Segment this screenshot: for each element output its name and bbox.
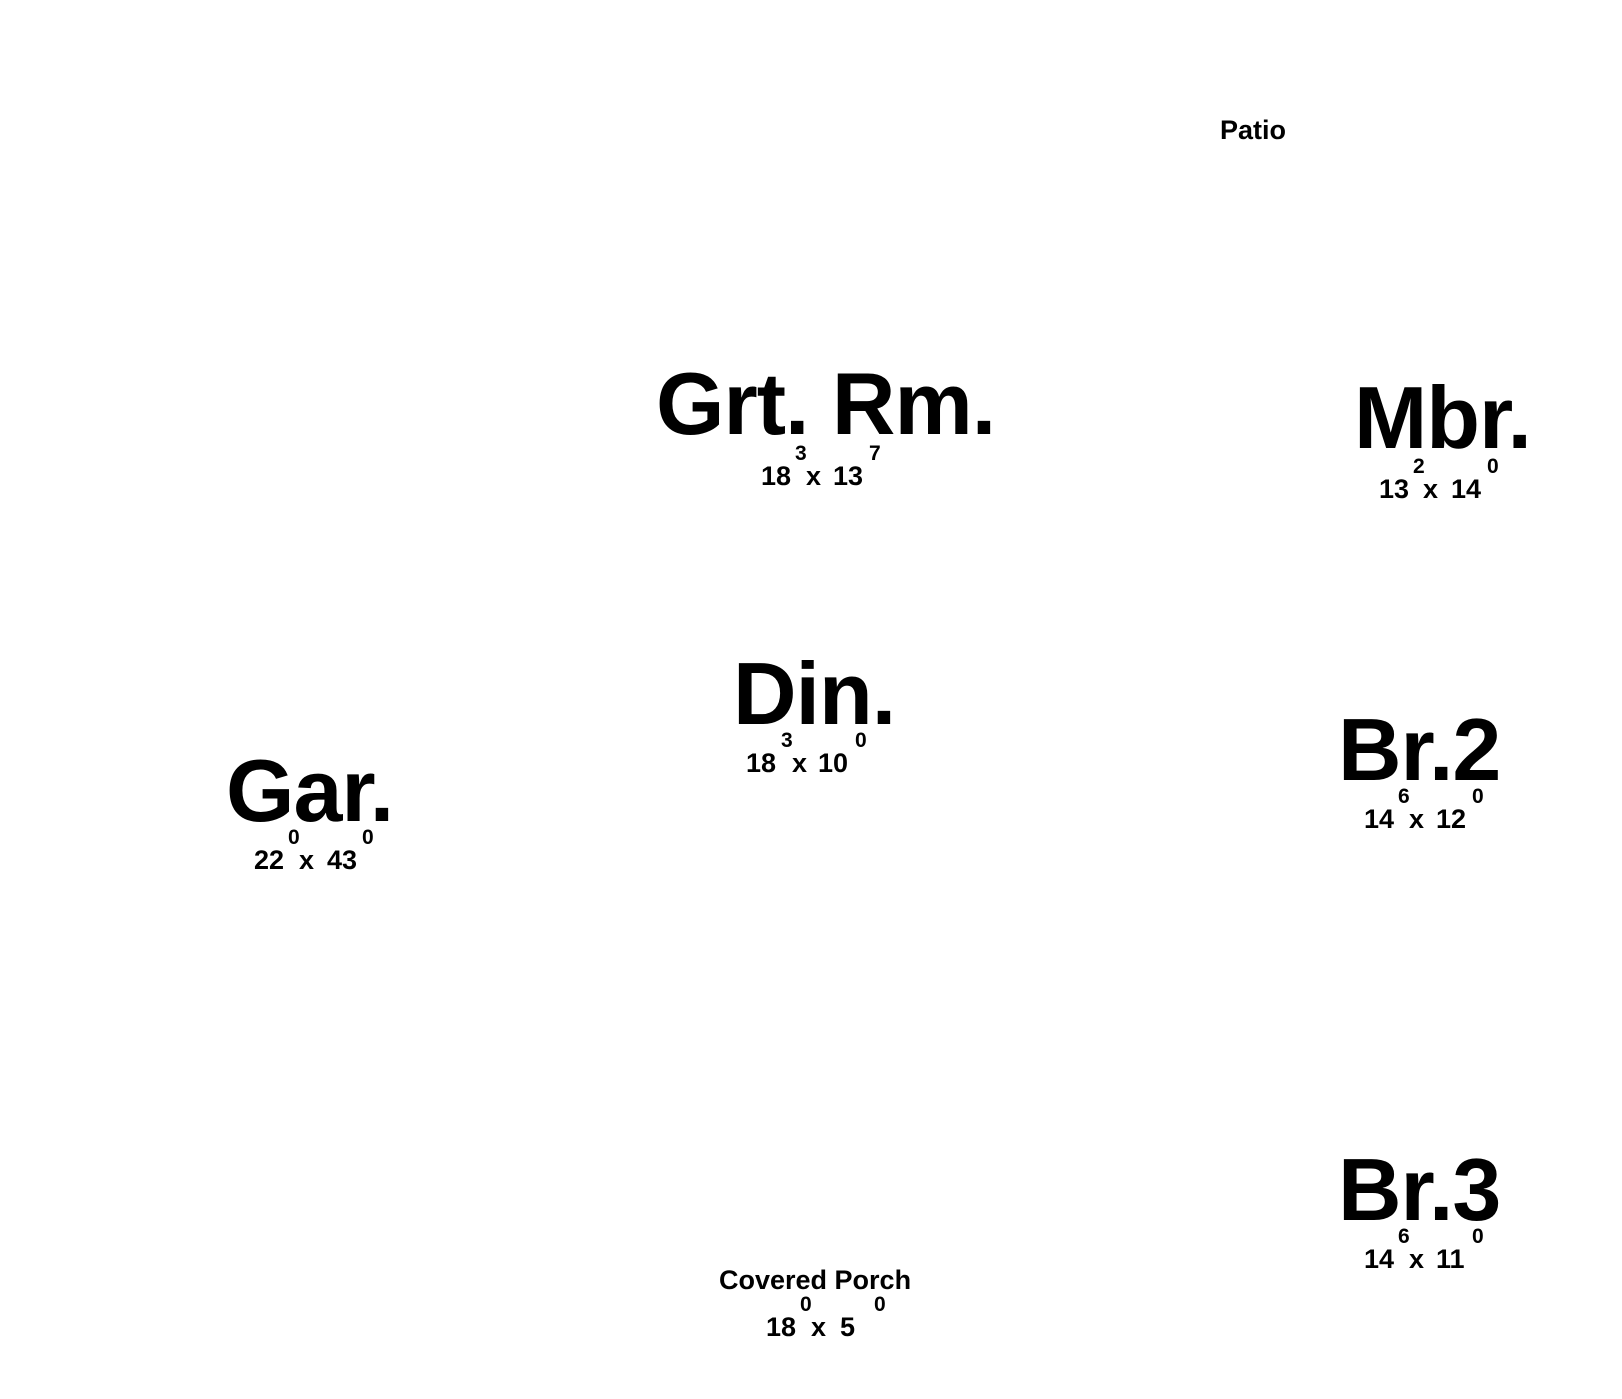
dim-width: 13 <box>833 461 864 491</box>
dim-length-fraction: 2 <box>1413 455 1425 478</box>
dim-length: 18 <box>746 748 777 778</box>
dim-width: 43 <box>327 845 358 875</box>
dim-length: 14 <box>1364 1244 1395 1274</box>
dim-separator: x <box>1409 1244 1425 1274</box>
room-dims-great-room: 18 <box>761 463 791 490</box>
dim-separator: x <box>1409 804 1425 834</box>
dim-length-fraction: 0 <box>800 1293 812 1316</box>
dim-width-fraction: 0 <box>1487 455 1499 478</box>
dim-width-fraction: 0 <box>855 729 867 752</box>
room-label-garage: Gar. <box>226 741 394 840</box>
room-label-dining: Din. <box>733 644 896 743</box>
dim-separator: x <box>1423 474 1439 504</box>
dim-width: 11 <box>1436 1244 1465 1274</box>
room-label-bedroom-2: Br.2 <box>1338 700 1501 799</box>
dim-length: 14 <box>1364 804 1395 834</box>
room-label-great-room: Grt. Rm. <box>656 354 996 453</box>
dim-width-fraction: 0 <box>1472 785 1484 808</box>
dim-width: 12 <box>1436 804 1467 834</box>
room-label-master-bedroom: Mbr. <box>1354 368 1532 467</box>
dim-width-fraction: 0 <box>874 1293 886 1316</box>
dim-width: 5 <box>840 1312 856 1342</box>
dim-separator: x <box>811 1312 827 1342</box>
dim-separator: x <box>299 845 315 875</box>
dim-length: 18 <box>766 1312 797 1342</box>
dim-length: 18 <box>761 461 792 491</box>
room-label-bedroom-3: Br.3 <box>1338 1140 1501 1239</box>
room-label-covered-porch: Covered Porch <box>719 1265 912 1295</box>
dim-length-fraction: 6 <box>1398 1225 1410 1248</box>
dim-width-fraction: 0 <box>1472 1225 1484 1248</box>
dim-length: 13 <box>1379 474 1410 504</box>
dim-width: 14 <box>1451 474 1482 504</box>
room-label-patio: Patio <box>1220 115 1287 145</box>
dim-length-fraction: 3 <box>781 729 793 752</box>
dim-length: 22 <box>254 845 285 875</box>
dim-length-fraction: 3 <box>795 442 807 465</box>
dim-width-fraction: 7 <box>869 442 881 465</box>
dim-separator: x <box>792 748 808 778</box>
dim-width: 10 <box>818 748 849 778</box>
dim-length-fraction: 0 <box>288 826 300 849</box>
dim-length-fraction: 6 <box>1398 785 1410 808</box>
dim-width-fraction: 0 <box>362 826 374 849</box>
dim-separator: x <box>806 461 822 491</box>
